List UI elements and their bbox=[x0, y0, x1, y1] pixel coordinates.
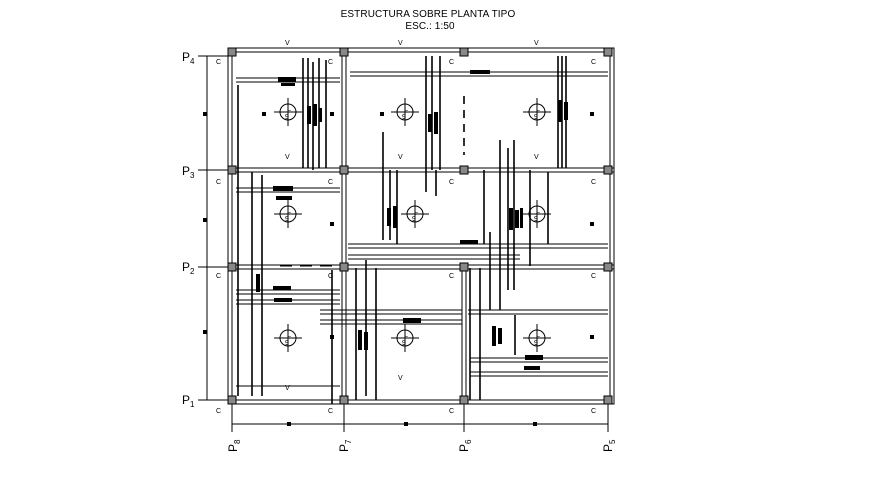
slab-symbol bbox=[274, 200, 302, 228]
slab-symbol bbox=[274, 98, 302, 126]
column-tag: C bbox=[449, 179, 454, 186]
beam-tag: V bbox=[534, 40, 539, 47]
row-axis-p1: P1 bbox=[182, 393, 195, 409]
bar-marks bbox=[256, 70, 568, 370]
rebar-verticals bbox=[237, 56, 567, 404]
drawing-scale: ESC.: 1:50 bbox=[405, 21, 455, 32]
column-tag: C bbox=[216, 59, 221, 66]
row-axis-p4: P4 bbox=[182, 50, 195, 66]
row-axis-p3: P3 bbox=[182, 164, 195, 180]
beam-tag: V bbox=[398, 40, 403, 47]
column-boxes bbox=[227, 47, 613, 405]
column-tag: C bbox=[449, 408, 454, 415]
column-tag: C bbox=[449, 59, 454, 66]
column-tag: C bbox=[591, 273, 596, 280]
column-tag: C bbox=[449, 273, 454, 280]
column-tag: C bbox=[328, 59, 333, 66]
column-tag: C bbox=[216, 273, 221, 280]
slab-symbol bbox=[523, 98, 551, 126]
grid-dots bbox=[203, 112, 594, 426]
beam-tag: V bbox=[398, 154, 403, 161]
col-axis-p7: P7 bbox=[337, 439, 353, 452]
beam-lines bbox=[228, 48, 614, 404]
slab-symbol bbox=[391, 98, 419, 126]
col-axis-p5: P5 bbox=[601, 439, 617, 452]
col-axis-p6: P6 bbox=[457, 439, 473, 452]
column-tags: C C C C C C C C C C C C C C C C bbox=[216, 59, 596, 415]
beam-tag: V bbox=[534, 154, 539, 161]
column-tag: C bbox=[591, 179, 596, 186]
column-tag: C bbox=[591, 408, 596, 415]
row-axis-p2: P2 bbox=[182, 260, 195, 276]
col-axis-p8: P8 bbox=[226, 439, 242, 452]
slab-symbol bbox=[401, 200, 429, 228]
slab-symbol bbox=[523, 324, 551, 352]
beam-tag: V bbox=[285, 40, 290, 47]
slab-symbol bbox=[523, 200, 551, 228]
column-tag: C bbox=[216, 179, 221, 186]
column-tag: C bbox=[328, 273, 333, 280]
beam-tag: V bbox=[398, 375, 403, 382]
slab-symbol bbox=[274, 324, 302, 352]
beam-tags: V V V V V V V V bbox=[285, 40, 539, 392]
slab-symbols bbox=[274, 98, 551, 352]
slab-symbol bbox=[391, 324, 419, 352]
column-tag: C bbox=[591, 59, 596, 66]
beam-tag: V bbox=[285, 385, 290, 392]
column-tag: C bbox=[216, 408, 221, 415]
outer-frame bbox=[227, 47, 615, 405]
column-tag: C bbox=[328, 179, 333, 186]
column-tag: C bbox=[328, 408, 333, 415]
beam-tag: V bbox=[285, 154, 290, 161]
drawing-title: ESTRUCTURA SOBRE PLANTA TIPO bbox=[340, 9, 516, 20]
